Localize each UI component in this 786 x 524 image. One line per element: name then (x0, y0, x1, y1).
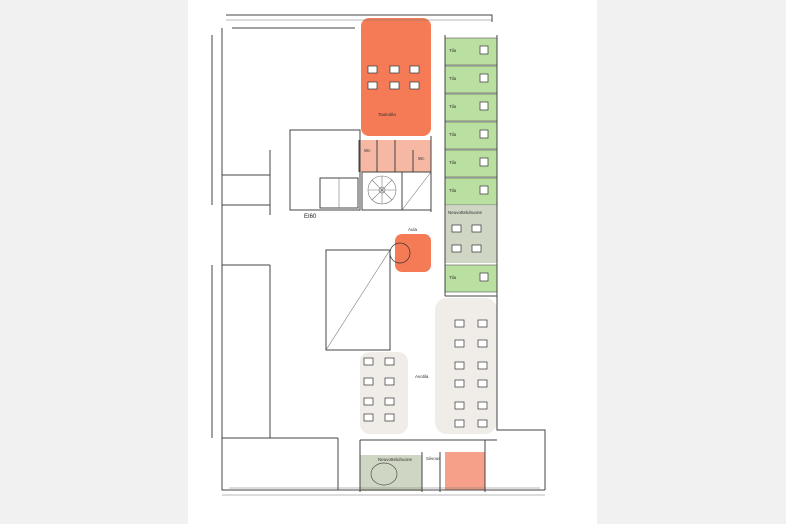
inner-walls (211, 27, 355, 490)
desk (471, 224, 482, 233)
storage-zone[interactable] (445, 452, 485, 490)
office-chair (479, 157, 489, 167)
desk (477, 379, 488, 388)
wc-label: Wc (364, 148, 371, 153)
open-space-right-zone (435, 298, 497, 434)
open-space-left-zone (360, 352, 408, 434)
lobby-label: Aula (408, 227, 418, 232)
outer-walls (221, 14, 546, 491)
wc-label-2: Wc (418, 156, 425, 161)
office-chair (479, 45, 489, 55)
desk (451, 244, 462, 253)
desk (363, 357, 374, 366)
stair-core (289, 129, 361, 211)
desk (471, 244, 482, 253)
office-label: Tila (449, 76, 457, 81)
office-label: Tila (449, 104, 457, 109)
office-chair (479, 101, 489, 111)
meeting-table (370, 462, 398, 486)
meeting-room-top-zone[interactable] (445, 206, 497, 263)
lobby-lounge-zone[interactable] (395, 234, 431, 272)
office-chair (479, 73, 489, 83)
lounge-table (389, 242, 411, 264)
desk (409, 81, 420, 90)
desk (384, 357, 395, 366)
desk (367, 81, 378, 90)
office-chair (479, 272, 489, 282)
desk (389, 81, 400, 90)
office-label: Tila (449, 275, 457, 280)
desk (477, 319, 488, 328)
meeting-room-bottom-label: Neuvotteluhuone (378, 457, 413, 462)
office-label: Tila (449, 160, 457, 165)
desk (367, 65, 378, 74)
desk (477, 339, 488, 348)
open-space-label: Avotila (415, 374, 429, 379)
desk (454, 319, 465, 328)
meeting-room-top-label: Neuvotteluhuone (448, 210, 483, 215)
desk (477, 419, 488, 428)
desk (363, 377, 374, 386)
desk (363, 413, 374, 422)
desk (384, 377, 395, 386)
office-label: Tila (449, 132, 457, 137)
office-label: Tila (449, 188, 457, 193)
break-room-zone[interactable] (361, 18, 431, 136)
atrium (325, 249, 391, 351)
office-chair (479, 129, 489, 139)
office-chair (479, 185, 489, 195)
meeting-room-bottom-zone[interactable] (360, 455, 422, 491)
desk (454, 379, 465, 388)
facade-lines (222, 19, 545, 496)
desk (389, 65, 400, 74)
desk (409, 65, 420, 74)
storage-label: Siivous (426, 456, 441, 461)
desk (454, 401, 465, 410)
desk (454, 339, 465, 348)
desk (451, 224, 462, 233)
desk (384, 413, 395, 422)
desk (477, 361, 488, 370)
fire-rating-label: EI60 (304, 214, 317, 220)
desk (363, 397, 374, 406)
desk (454, 419, 465, 428)
office-label: Tila (449, 48, 457, 53)
break-room-label: Taukotila (378, 112, 396, 117)
desk (454, 361, 465, 370)
desk (384, 397, 395, 406)
workstations (363, 65, 488, 428)
desk (477, 401, 488, 410)
